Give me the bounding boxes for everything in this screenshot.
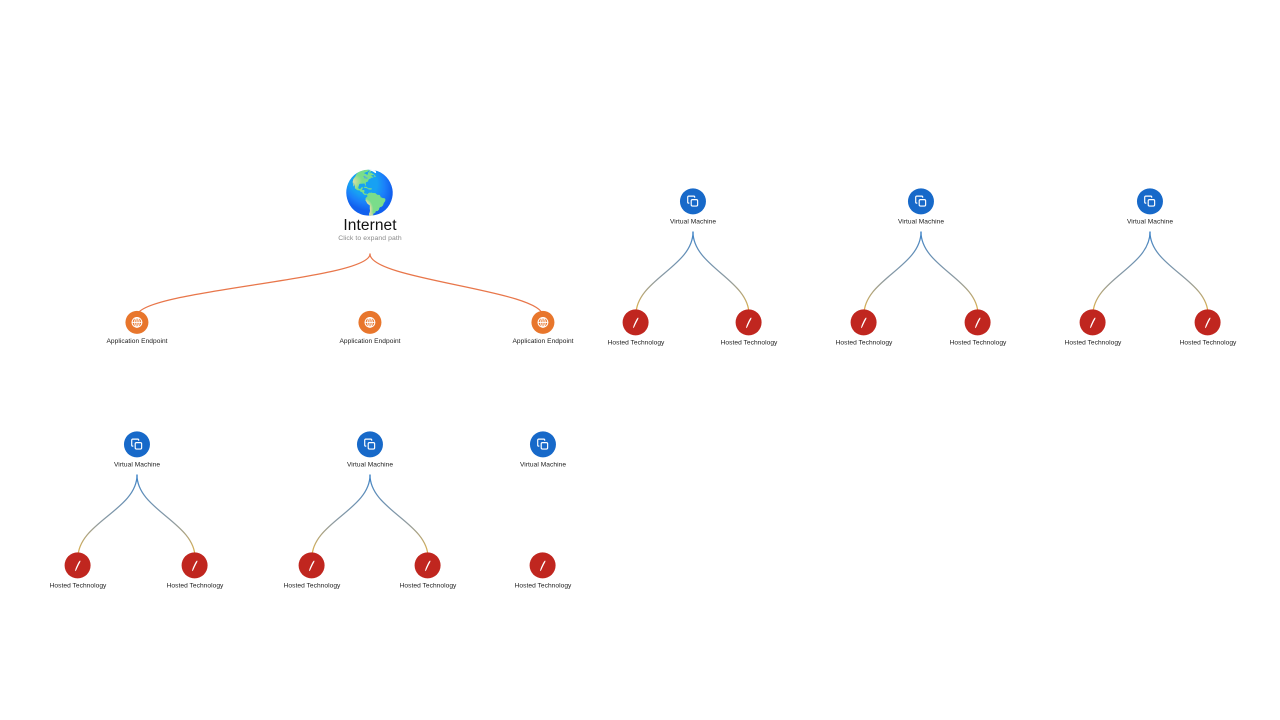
globe-grid-icon bbox=[531, 310, 555, 334]
node-label: Hosted Technology bbox=[835, 339, 893, 347]
graph-edge bbox=[920, 231, 979, 316]
node-label: Virtual Machine bbox=[669, 218, 717, 226]
java-slash-icon bbox=[1195, 309, 1221, 336]
java-slash-icon bbox=[415, 552, 441, 579]
node-hosted-technology[interactable]: Hosted Technology bbox=[1065, 309, 1122, 346]
node-label: Hosted Technology bbox=[1064, 339, 1122, 347]
node-application-endpoint[interactable]: Application Endpoint bbox=[339, 310, 401, 345]
graph-edge bbox=[863, 231, 922, 316]
node-label: Hosted Technology bbox=[720, 339, 778, 347]
node-application-endpoint[interactable]: Application Endpoint bbox=[512, 310, 574, 345]
java-slash-icon bbox=[965, 309, 991, 336]
node-label: Hosted Technology bbox=[166, 582, 224, 590]
node-virtual-machine[interactable]: Virtual Machine bbox=[347, 431, 393, 468]
node-virtual-machine[interactable]: Virtual Machine bbox=[898, 188, 944, 225]
node-hosted-technology[interactable]: Hosted Technology bbox=[950, 309, 1007, 346]
globe-grid-icon bbox=[125, 310, 149, 334]
java-slash-icon bbox=[1080, 309, 1106, 336]
node-label: Application Endpoint bbox=[106, 337, 168, 345]
graph-edge bbox=[369, 474, 429, 559]
graph-edge bbox=[692, 231, 750, 316]
node-hosted-technology[interactable]: Hosted Technology bbox=[608, 309, 665, 346]
node-hosted-technology[interactable]: Hosted Technology bbox=[167, 552, 224, 589]
node-hosted-technology[interactable]: Hosted Technology bbox=[721, 309, 778, 346]
graph-edge bbox=[136, 253, 371, 317]
node-label: Virtual Machine bbox=[897, 218, 945, 226]
node-hosted-technology[interactable]: Hosted Technology bbox=[400, 552, 457, 589]
node-label: Hosted Technology bbox=[949, 339, 1007, 347]
node-virtual-machine[interactable]: Virtual Machine bbox=[670, 188, 716, 225]
java-slash-icon bbox=[851, 309, 877, 336]
node-label: Virtual Machine bbox=[346, 461, 394, 469]
java-slash-icon bbox=[623, 309, 649, 336]
graph-edge bbox=[635, 231, 694, 316]
java-slash-icon bbox=[530, 552, 556, 579]
node-hosted-technology[interactable]: Hosted Technology bbox=[836, 309, 893, 346]
node-label: Hosted Technology bbox=[399, 582, 457, 590]
graph-edge bbox=[311, 474, 371, 559]
graph-edge bbox=[1092, 231, 1151, 316]
copy-squares-icon bbox=[907, 188, 934, 215]
graph-edge bbox=[136, 474, 196, 559]
node-virtual-machine[interactable]: Virtual Machine bbox=[520, 431, 566, 468]
java-slash-icon bbox=[65, 552, 91, 579]
graph-edge bbox=[77, 474, 138, 559]
copy-squares-icon bbox=[529, 431, 556, 458]
node-label: Virtual Machine bbox=[519, 461, 567, 469]
node-label: Hosted Technology bbox=[514, 582, 572, 590]
node-label: Virtual Machine bbox=[113, 461, 161, 469]
copy-squares-icon bbox=[123, 431, 150, 458]
graph-edge bbox=[369, 253, 544, 317]
node-application-endpoint[interactable]: Application Endpoint bbox=[106, 310, 168, 345]
globe-emoji-icon: 🌎 bbox=[343, 168, 397, 216]
node-label: Hosted Technology bbox=[49, 582, 107, 590]
node-label: Application Endpoint bbox=[339, 337, 401, 345]
node-label: Internet bbox=[343, 216, 397, 234]
node-label: Hosted Technology bbox=[607, 339, 665, 347]
node-label: Hosted Technology bbox=[1179, 339, 1237, 347]
node-hosted-technology[interactable]: Hosted Technology bbox=[50, 552, 107, 589]
node-label: Application Endpoint bbox=[512, 337, 574, 345]
node-virtual-machine[interactable]: Virtual Machine bbox=[114, 431, 160, 468]
copy-squares-icon bbox=[356, 431, 383, 458]
node-label: Hosted Technology bbox=[283, 582, 341, 590]
node-label: Virtual Machine bbox=[1126, 218, 1174, 226]
node-virtual-machine[interactable]: Virtual Machine bbox=[1127, 188, 1173, 225]
globe-grid-icon bbox=[358, 310, 382, 334]
java-slash-icon bbox=[736, 309, 762, 336]
node-hosted-technology[interactable]: Hosted Technology bbox=[515, 552, 572, 589]
graph-edge bbox=[1149, 231, 1209, 316]
copy-squares-icon bbox=[679, 188, 706, 215]
node-sublabel: Click to expand path bbox=[338, 235, 402, 243]
node-hosted-technology[interactable]: Hosted Technology bbox=[1180, 309, 1237, 346]
java-slash-icon bbox=[299, 552, 325, 579]
node-hosted-technology[interactable]: Hosted Technology bbox=[284, 552, 341, 589]
java-slash-icon bbox=[182, 552, 208, 579]
copy-squares-icon bbox=[1136, 188, 1163, 215]
